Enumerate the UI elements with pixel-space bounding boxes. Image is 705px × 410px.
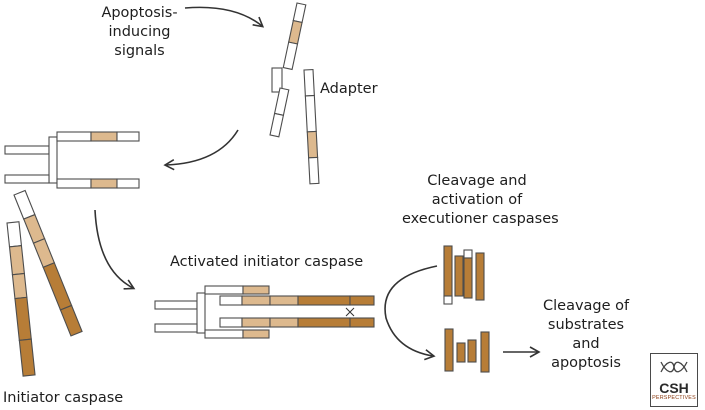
label-substrates-line-4: apoptosis <box>551 355 621 371</box>
label-cleavage-line-1: Cleavage and <box>427 173 527 189</box>
label-signals-line-3: signals <box>114 43 165 59</box>
label-substrates-line-3: and <box>572 336 600 352</box>
adapter-molecules <box>269 2 320 185</box>
arrow-complex-to-activated <box>94 209 136 290</box>
label-substrates-line-1: Cleavage of <box>543 298 630 314</box>
arrow-activation-curve <box>384 265 438 361</box>
activated-initiator-complex <box>154 285 375 339</box>
label-signals-line-2: inducing <box>108 24 171 40</box>
label-cleavage-line-3: executioner caspases <box>402 211 559 227</box>
label-signals-line-1: Apoptosis- <box>101 5 178 21</box>
label-initiator-caspase: Initiator caspase <box>3 390 124 406</box>
arrow-adapter-to-complex <box>163 129 239 171</box>
initiator-caspase-molecules <box>6 189 83 377</box>
executioner-caspases-active <box>444 328 490 373</box>
logo-main-text: CSH <box>659 379 689 396</box>
executioner-caspases-inactive <box>443 245 485 305</box>
dna-helix-icon <box>660 361 688 372</box>
adapter-complex <box>4 131 140 189</box>
csh-perspectives-logo: CSH PERSPECTIVES <box>650 353 698 407</box>
label-adapter: Adapter <box>320 81 378 97</box>
label-cleavage-substrates: Cleavage of substrates and apoptosis <box>543 297 629 373</box>
logo-sub-text: PERSPECTIVES <box>652 394 696 401</box>
label-cleavage-line-2: activation of <box>431 192 523 208</box>
label-cleavage-activation: Cleavage and activation of executioner c… <box>402 172 559 229</box>
label-apoptosis-signals: Apoptosis- inducing signals <box>92 4 187 61</box>
arrow-signals-to-adapter <box>184 6 265 28</box>
label-activated-initiator-caspase: Activated initiator caspase <box>170 254 364 270</box>
label-substrates-line-2: substrates <box>547 317 625 333</box>
